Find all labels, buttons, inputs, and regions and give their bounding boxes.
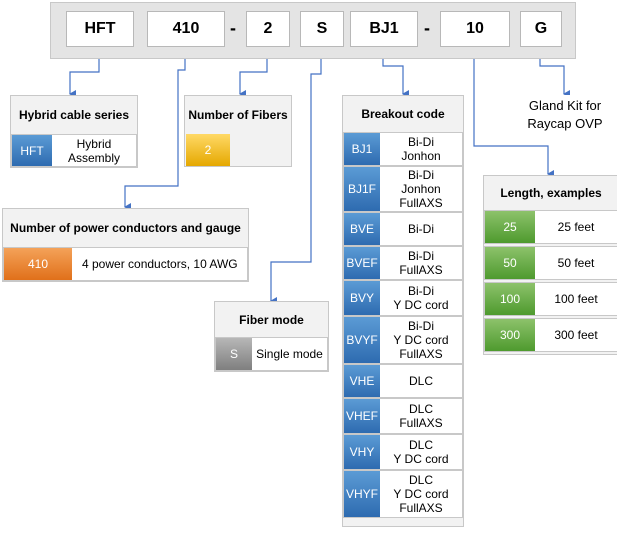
connector-2	[239, 48, 268, 98]
segment-410: 410	[147, 11, 225, 47]
segment-bj1: BJ1	[350, 11, 418, 47]
segment-g: G	[520, 11, 562, 47]
breakout-desc: Bi-Di FullAXS	[399, 249, 443, 277]
breakout-code: BVY	[344, 281, 380, 315]
connector-hft	[69, 48, 100, 98]
fibers-code: 2	[186, 134, 230, 166]
power-row: 410 4 power conductors, 10 AWG	[3, 247, 248, 281]
breakout-row: VHEF DLC FullAXS	[343, 398, 463, 434]
length-code: 100	[485, 283, 535, 315]
breakout-row: BVE Bi-Di	[343, 212, 463, 246]
length-desc: 50 feet	[557, 256, 595, 270]
segment-hft: HFT	[66, 11, 134, 47]
power-title: Number of power conductors and gauge	[10, 221, 241, 235]
segment-2: 2	[246, 11, 290, 47]
fiber-mode-row: S Single mode	[215, 337, 328, 371]
breakout-row: BVYF Bi-Di Y DC cord FullAXS	[343, 316, 463, 364]
segment-s: S	[300, 11, 344, 47]
breakout-code: BJ1	[344, 133, 380, 165]
breakout-title: Breakout code	[361, 107, 445, 121]
breakout-row: VHY DLC Y DC cord	[343, 434, 463, 470]
fibers-title: Number of Fibers	[188, 108, 288, 122]
length-code: 300	[485, 319, 535, 351]
breakout-code: BVYF	[344, 317, 380, 363]
length-row: 25 25 feet	[484, 210, 617, 244]
fiber-mode-title: Fiber mode	[239, 312, 304, 327]
breakout-code: VHY	[344, 435, 380, 469]
breakout-row: BJ1 Bi-Di Jonhon	[343, 132, 463, 166]
connector-s	[270, 48, 322, 305]
length-code: 25	[485, 211, 535, 243]
power-code: 410	[4, 248, 72, 280]
connector-10	[473, 48, 554, 178]
length-desc: 300 feet	[554, 328, 598, 342]
hybrid-series-row: HFT Hybrid Assembly	[11, 134, 137, 167]
gland-kit-label: Gland Kit for Raycap OVP	[518, 95, 612, 135]
fibers-panel: Number of Fibers 2	[184, 95, 292, 167]
breakout-desc: DLC Y DC cord FullAXS	[393, 473, 449, 515]
length-row: 300 300 feet	[484, 318, 617, 352]
length-code: 50	[485, 247, 535, 279]
length-desc: 100 feet	[554, 292, 598, 306]
length-title: Length, examples	[500, 186, 602, 200]
breakout-code: VHE	[344, 365, 380, 397]
breakout-code: BJ1F	[344, 167, 380, 211]
breakout-desc: Bi-Di Jonhon FullAXS	[399, 168, 443, 210]
breakout-code: VHYF	[344, 471, 380, 517]
length-row: 50 50 feet	[484, 246, 617, 280]
hybrid-series-desc: Hybrid Assembly	[67, 136, 120, 165]
breakout-row: BVEF Bi-Di FullAXS	[343, 246, 463, 280]
separator-dash: -	[424, 18, 430, 38]
power-panel: Number of power conductors and gauge 410…	[2, 208, 249, 282]
breakout-row: VHYF DLC Y DC cord FullAXS	[343, 470, 463, 518]
connector-410	[124, 48, 186, 211]
fiber-mode-panel: Fiber mode S Single mode	[214, 301, 329, 372]
breakout-row: BVY Bi-Di Y DC cord	[343, 280, 463, 316]
breakout-desc: DLC	[408, 374, 433, 388]
separator-dash: -	[230, 18, 236, 38]
breakout-desc: Bi-Di Jonhon	[401, 135, 441, 163]
breakout-desc: DLC Y DC cord	[393, 438, 449, 466]
part-number-bar: HFT 410 - 2 S BJ1 - 10 G	[50, 2, 576, 59]
breakout-code: BVE	[344, 213, 380, 245]
fiber-mode-code: S	[216, 338, 252, 370]
power-desc: 4 power conductors, 10 AWG	[82, 257, 238, 271]
breakout-row: VHE DLC	[343, 364, 463, 398]
breakout-desc: Bi-Di	[408, 222, 434, 236]
breakout-desc: Bi-Di Y DC cord FullAXS	[393, 319, 449, 361]
hybrid-series-title: Hybrid cable series	[18, 108, 130, 122]
breakout-row: BJ1F Bi-Di Jonhon FullAXS	[343, 166, 463, 212]
length-desc: 25 feet	[557, 220, 595, 234]
breakout-desc: DLC FullAXS	[399, 402, 443, 430]
fiber-mode-desc: Single mode	[256, 347, 323, 361]
segment-10: 10	[440, 11, 510, 47]
breakout-code: BVEF	[344, 247, 380, 279]
hybrid-series-panel: Hybrid cable series HFT Hybrid Assembly	[10, 95, 138, 168]
hybrid-series-code: HFT	[12, 135, 52, 166]
breakout-desc: Bi-Di Y DC cord	[393, 284, 449, 312]
breakout-code: VHEF	[344, 399, 380, 433]
length-row: 100 100 feet	[484, 282, 617, 316]
